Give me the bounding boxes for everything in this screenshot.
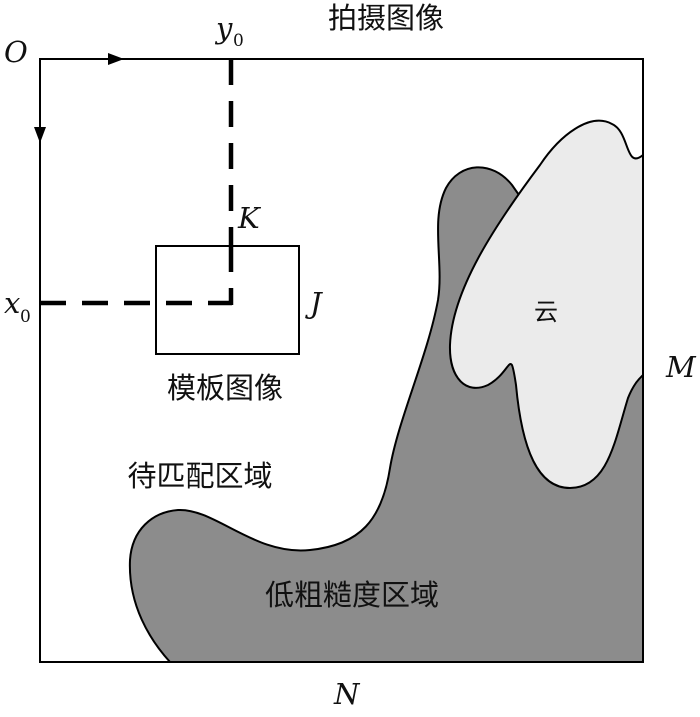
x-axis-label: x — [4, 286, 20, 320]
origin-label: O — [4, 35, 28, 69]
x-axis-subscript: 0 — [20, 307, 31, 327]
y-direction-arrow — [108, 53, 124, 65]
template-box — [155, 245, 300, 355]
matching-area-label: 待匹配区域 — [127, 459, 272, 493]
x-direction-arrow — [34, 127, 46, 143]
cloud-label: 云 — [534, 298, 558, 326]
title: 拍摄图像 — [328, 1, 444, 35]
image-frame — [39, 58, 644, 663]
template-label: 模板图像 — [167, 371, 283, 405]
y-axis-subscript: 0 — [233, 31, 244, 51]
y-axis-label: y — [214, 11, 233, 45]
cloud-region — [448, 119, 644, 490]
m-label: M — [665, 350, 697, 384]
low-roughness-label: 低粗糙度区域 — [265, 578, 439, 612]
j-label: J — [305, 286, 323, 320]
k-label: K — [237, 201, 262, 235]
n-label: N — [333, 677, 361, 711]
